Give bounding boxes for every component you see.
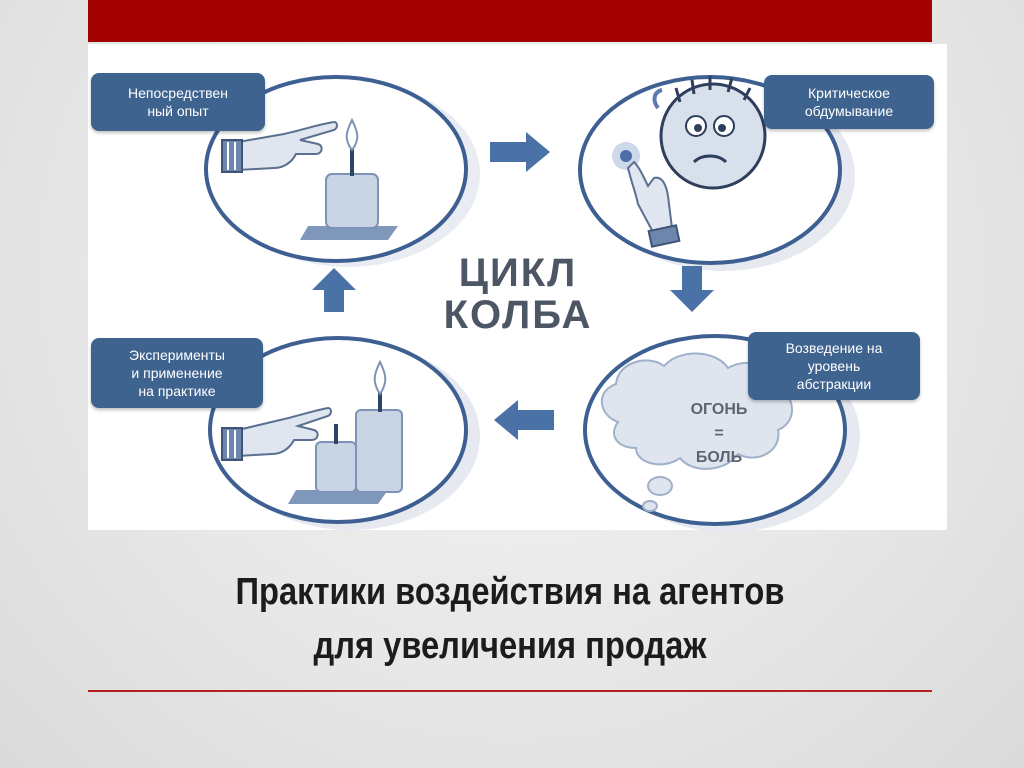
pointing-hand-icon [221, 406, 332, 461]
stage-label-text: Непосредствен ный опыт [128, 85, 228, 119]
cycle-title: ЦИКЛ КОЛБА [443, 251, 593, 337]
stage-label-abstraction: Возведение на уровень абстракции [748, 332, 920, 400]
slide-title-line-1: Практики воздействия на агентов [235, 571, 785, 613]
pointing-hand-icon [221, 120, 338, 173]
bottom-divider [88, 690, 932, 692]
stage-label-direct-experience: Непосредствен ный опыт [91, 73, 265, 131]
stage-label-text: Эксперименты и применение на практике [129, 347, 225, 399]
stage-label-text: Возведение на уровень абстракции [785, 340, 883, 392]
arrow-left-icon [494, 400, 554, 440]
top-accent-bar [88, 0, 932, 42]
cloud-text: ОГОНЬ = БОЛЬ [690, 401, 748, 466]
slide-title: Практики воздействия на агентов для увел… [147, 565, 873, 673]
stage-label-critical-reflection: Критическое обдумывание [764, 75, 934, 129]
confused-face-icon [652, 76, 767, 190]
thought-cloud-icon [600, 352, 793, 512]
stage-label-experiments: Эксперименты и применение на практике [91, 338, 263, 408]
candle-icon [300, 117, 398, 240]
arrow-right-icon [490, 132, 550, 172]
stage-label-text: Критическое обдумывание [804, 85, 894, 119]
slide-title-line-2: для увеличения продаж [313, 625, 707, 667]
two-candles-icon [288, 359, 403, 504]
burned-finger-icon [612, 142, 681, 248]
kolb-cycle-diagram: Непосредствен ный опыт Критическое обдум… [88, 44, 947, 530]
arrow-down-icon [670, 266, 714, 312]
arrow-up-icon [312, 268, 356, 312]
